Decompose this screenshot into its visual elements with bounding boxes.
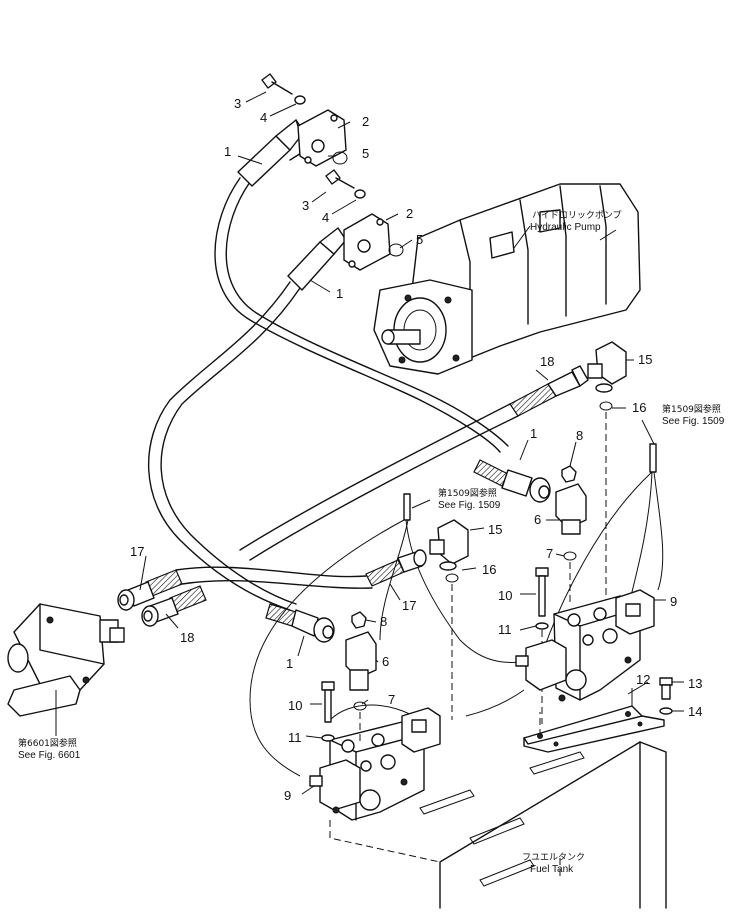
part-number-10-right: 10 — [498, 588, 512, 603]
hose-17-middle — [365, 549, 427, 587]
caption-fig1509-right-jp: 第1509図参照 — [662, 403, 721, 415]
o-ring-16-middle — [445, 573, 459, 583]
elbow-15-upper — [587, 341, 627, 393]
part-number-8-left: 8 — [380, 614, 387, 629]
part-number-1-right: 1 — [530, 426, 537, 441]
part-number-1-upper: 1 — [224, 144, 231, 159]
caption-fig1509-middle-en: See Fig. 1509 — [438, 500, 501, 511]
part-number-8-right: 8 — [576, 428, 583, 443]
caption-fig6601-en: See Fig. 6601 — [18, 750, 81, 761]
part-number-16-middle: 16 — [482, 562, 496, 577]
part-number-17-middle: 17 — [402, 598, 416, 613]
o-ring-7-right — [563, 551, 577, 561]
part-number-14: 14 — [688, 704, 702, 719]
hose-1-left-end — [265, 603, 335, 643]
hose-18-upper — [239, 365, 589, 561]
wire-right — [539, 443, 664, 661]
hose-1-upper — [214, 119, 509, 453]
part-number-6-right: 6 — [534, 512, 541, 527]
elbow-15-middle — [429, 519, 469, 571]
captions: ハイドロリックポンプ Hydraulic Pump 第1509図参照 See F… — [18, 210, 725, 875]
part-number-15-middle: 15 — [488, 522, 502, 537]
elbow-6-left — [345, 631, 377, 691]
o-ring-16-upper — [599, 401, 613, 411]
nut-8-right — [561, 465, 577, 483]
mounting-plate-12 — [523, 688, 665, 753]
valve-mount-line-left — [329, 820, 441, 863]
part-number-6-left: 6 — [382, 654, 389, 669]
caption-fig1509-middle-jp: 第1509図参照 — [438, 487, 497, 499]
bolt-13 — [659, 677, 673, 700]
hose-17-left — [117, 566, 373, 611]
part-number-3-middle: 3 — [302, 198, 309, 213]
part-numbers: 3 4 2 5 1 3 4 2 5 1 18 15 16 1 8 6 15 7 … — [130, 96, 702, 803]
part-number-9-right: 9 — [670, 594, 677, 609]
washer-11-right — [535, 622, 549, 630]
fuel-tank — [419, 741, 667, 909]
caption-hydraulic-pump-jp: ハイドロリックポンプ — [532, 210, 622, 221]
part-number-5-upper: 5 — [362, 146, 369, 161]
washer-4-middle — [354, 189, 366, 199]
part-number-17-left: 17 — [130, 544, 144, 559]
o-ring-5-upper — [332, 151, 348, 165]
part-number-4-middle: 4 — [322, 210, 329, 225]
number-leaders — [139, 91, 684, 795]
part-number-2-upper: 2 — [362, 114, 369, 129]
part-number-5-middle: 5 — [416, 232, 423, 247]
caption-fig1509-right-en: See Fig. 1509 — [662, 416, 725, 427]
nut-8-left — [351, 611, 367, 629]
part-number-15-upper: 15 — [638, 352, 652, 367]
part-number-12: 12 — [636, 672, 650, 687]
caption-fuel-tank-en: Fuel Tank — [530, 864, 574, 875]
flange-2-upper — [297, 109, 347, 167]
part-number-7-left: 7 — [388, 692, 395, 707]
control-valve-9-right — [515, 589, 655, 702]
hydraulic-pump — [373, 183, 641, 375]
part-number-10-left: 10 — [288, 698, 302, 713]
part-number-4-upper: 4 — [260, 110, 267, 125]
hose-1-middle — [147, 227, 347, 611]
washer-14 — [659, 707, 673, 715]
part-number-1-middle: 1 — [336, 286, 343, 301]
part-number-3-upper: 3 — [234, 96, 241, 111]
caption-fig6601-jp: 第6601図参照 — [18, 737, 77, 749]
part-number-16-upper: 16 — [632, 400, 646, 415]
o-ring-7-left — [353, 701, 367, 711]
bolt-10-right — [535, 567, 549, 617]
bolt-10-left — [321, 681, 335, 723]
swivel-joint-fig6601 — [7, 603, 125, 717]
caption-hydraulic-pump-en: Hydraulic Pump — [530, 222, 601, 233]
caption-fuel-tank-jp: フユエルタンク — [522, 852, 585, 863]
hose-18-left — [141, 585, 207, 627]
part-number-7-right: 7 — [546, 546, 553, 561]
washer-11-left — [321, 734, 335, 742]
part-number-1-left: 1 — [286, 656, 293, 671]
part-number-11-left: 11 — [288, 730, 302, 745]
control-valve-9-left — [309, 707, 441, 821]
o-ring-5-middle — [388, 243, 404, 257]
bolt-3-middle — [325, 169, 355, 189]
bolt-3-upper — [261, 73, 293, 95]
part-number-18-left: 18 — [180, 630, 194, 645]
part-number-18-upper: 18 — [540, 354, 554, 369]
elbow-6-right — [555, 483, 587, 535]
hose-1-right-end — [473, 459, 551, 503]
flange-2-middle — [343, 213, 391, 271]
part-number-11-right: 11 — [498, 622, 512, 637]
part-number-13: 13 — [688, 676, 702, 691]
washer-4-upper — [294, 95, 306, 105]
part-number-9-left: 9 — [284, 788, 291, 803]
part-number-2-middle: 2 — [406, 206, 413, 221]
